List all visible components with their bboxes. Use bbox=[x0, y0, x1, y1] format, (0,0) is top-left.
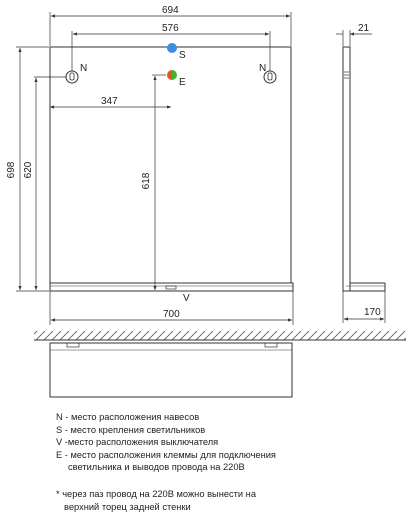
legend-terminal: E - место расположения клеммы для подклю… bbox=[56, 449, 276, 460]
switch-label: V bbox=[183, 293, 190, 304]
dim-shelf-width-value: 700 bbox=[163, 309, 180, 320]
hanger-left bbox=[65, 70, 79, 84]
terminal-marker bbox=[167, 70, 177, 80]
dim-depth-top-value: 21 bbox=[358, 23, 370, 34]
dim-switch-offset-value: 347 bbox=[101, 96, 118, 107]
shelf-outline bbox=[49, 282, 294, 292]
hanger-label-left: N bbox=[80, 63, 87, 74]
dim-overall-width-value: 694 bbox=[162, 5, 179, 16]
dim-depth-shelf-value: 170 bbox=[364, 307, 381, 318]
legend-switch: V -место расположения выключателя bbox=[56, 437, 219, 448]
legend-hanger: N - место расположения навесов bbox=[56, 412, 200, 422]
footnote: * через паз провод на 220В можно вынести… bbox=[56, 488, 406, 513]
dim-hanger-spacing bbox=[71, 31, 271, 71]
legend: N - место расположения навесов S - место… bbox=[56, 411, 406, 474]
top-view-body bbox=[49, 342, 293, 398]
terminal-label: E bbox=[179, 77, 186, 88]
dim-depth-shelf bbox=[342, 291, 386, 323]
dim-shelf-width bbox=[49, 291, 294, 325]
wall-hatch bbox=[34, 331, 406, 340]
top-view bbox=[34, 331, 406, 398]
top-view-hanger-right bbox=[264, 342, 278, 348]
top-view-hanger-left bbox=[66, 342, 80, 348]
side-view bbox=[342, 46, 386, 292]
footnote-line2: верхний торец задней стенки bbox=[64, 501, 191, 512]
dim-terminal-height-value: 618 bbox=[141, 172, 152, 189]
hanger-label-right: N bbox=[259, 63, 266, 74]
switch-slot bbox=[165, 285, 177, 290]
dim-panel-height-value: 620 bbox=[23, 161, 34, 178]
legend-terminal-cont: светильника и выводов провода на 220В bbox=[68, 462, 245, 473]
front-view bbox=[49, 46, 294, 292]
dim-overall-width bbox=[49, 12, 292, 46]
footnote-line1: * через паз провод на 220В можно вынести… bbox=[56, 489, 256, 499]
lamp-mount-label: S bbox=[179, 50, 186, 61]
panel-outline bbox=[49, 46, 292, 284]
back-panel-outline bbox=[342, 46, 351, 292]
dim-panel-height bbox=[34, 76, 66, 291]
dim-terminal-height bbox=[152, 74, 166, 291]
lamp-mount-marker bbox=[167, 43, 177, 53]
dim-hanger-spacing-value: 576 bbox=[162, 23, 179, 34]
legend-lamp-mount: S - место крепления светильников bbox=[56, 424, 206, 435]
dim-depth-top bbox=[336, 30, 372, 46]
dim-overall-height-value: 698 bbox=[6, 161, 17, 178]
dim-overall-height bbox=[16, 46, 49, 292]
